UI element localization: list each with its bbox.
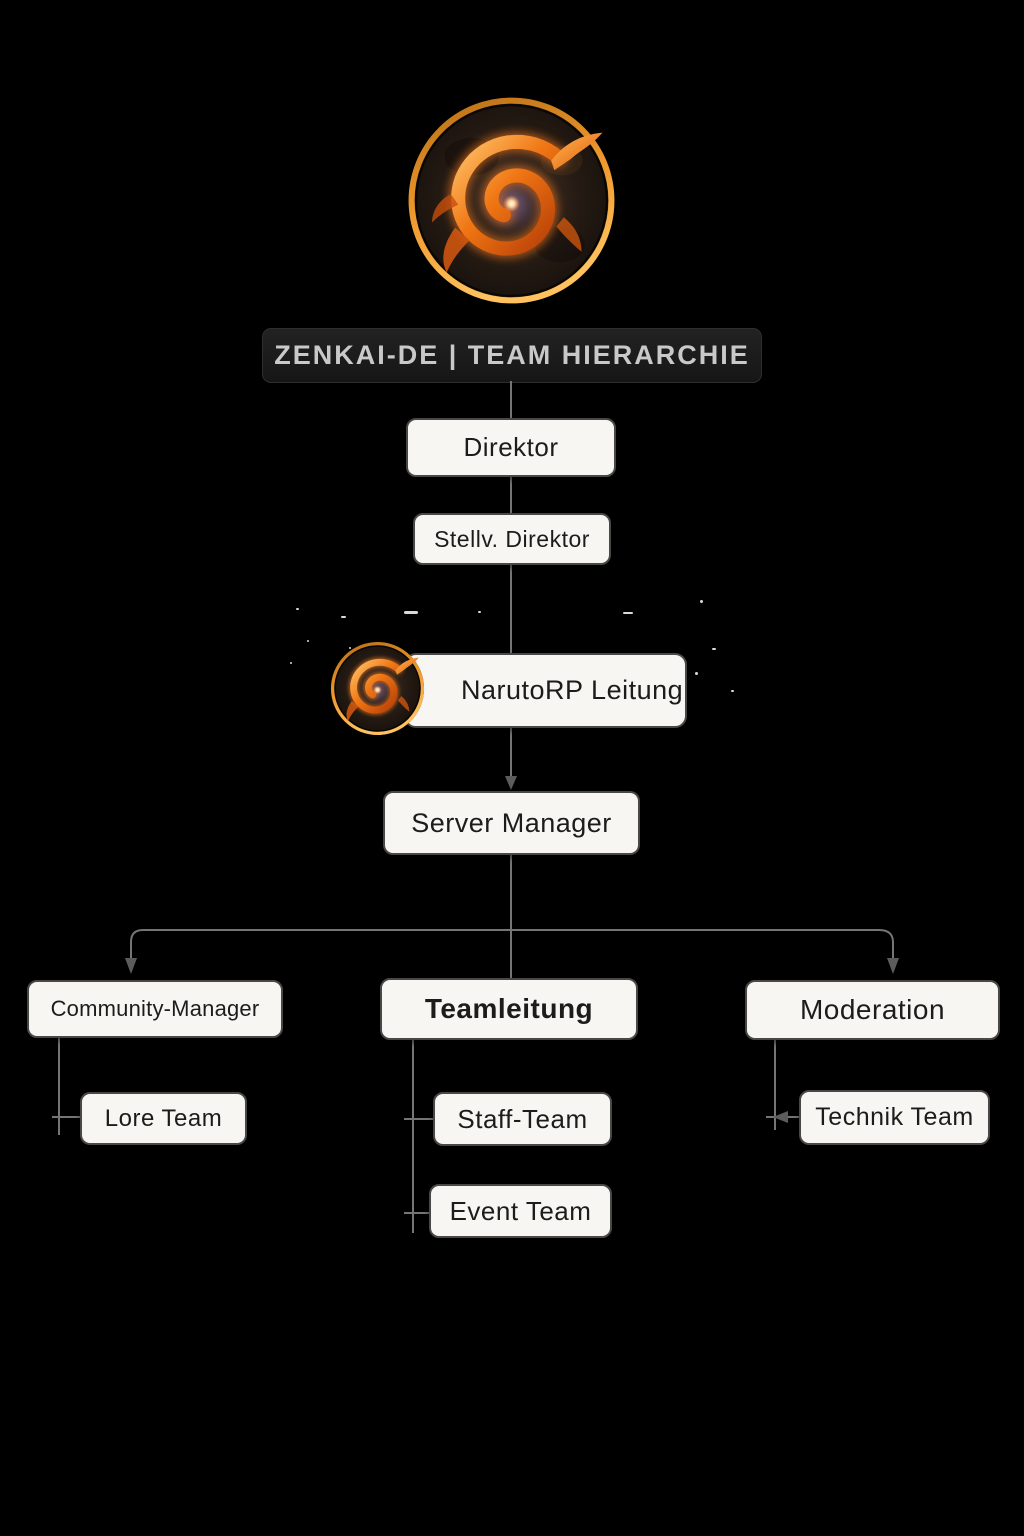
node-staff-team-label: Staff-Team (457, 1103, 588, 1134)
node-narutorp-leitung-label: NarutoRP Leitung (461, 675, 684, 705)
node-server-manager-label: Server Manager (411, 807, 612, 838)
noise-speck (700, 600, 703, 603)
node-stellv-direktor: Stellv. Direktor (413, 513, 611, 565)
noise-speck (307, 640, 309, 642)
noise-speck (478, 611, 481, 613)
node-moderation: Moderation (745, 980, 1000, 1040)
node-teamleitung: Teamleitung (380, 978, 638, 1040)
noise-speck (349, 647, 351, 649)
zenkai-spiral-logo-icon (407, 96, 616, 305)
node-teamleitung-label: Teamleitung (424, 993, 594, 1024)
node-direktor: Direktor (406, 418, 616, 477)
node-event-team: Event Team (429, 1184, 612, 1238)
node-staff-team: Staff-Team (433, 1092, 612, 1146)
noise-speck (296, 608, 299, 610)
noise-speck (341, 616, 346, 618)
title-banner: ZENKAI-DE | TEAM HIERARCHIE (262, 328, 762, 383)
node-lore-team-label: Lore Team (104, 1104, 223, 1132)
node-server-manager: Server Manager (383, 791, 640, 855)
noise-speck (290, 662, 292, 664)
noise-speck (731, 690, 734, 692)
node-community-manager-label: Community-Manager (50, 996, 260, 1021)
node-technik-team-label: Technik Team (815, 1103, 974, 1131)
narutorp-spiral-logo-icon (330, 641, 425, 736)
title-text: ZENKAI-DE | TEAM HIERARCHIE (274, 340, 750, 370)
node-event-team-label: Event Team (449, 1195, 592, 1226)
node-direktor-label: Direktor (463, 432, 559, 462)
node-technik-team: Technik Team (799, 1090, 990, 1145)
node-stellv-direktor-label: Stellv. Direktor (434, 525, 590, 552)
noise-speck (623, 612, 633, 614)
node-community-manager: Community-Manager (27, 980, 283, 1038)
node-moderation-label: Moderation (799, 994, 946, 1025)
node-lore-team: Lore Team (80, 1092, 247, 1145)
noise-speck (712, 648, 716, 650)
node-narutorp-leitung: NarutoRP Leitung (404, 653, 687, 728)
noise-speck (404, 611, 418, 614)
noise-speck (695, 672, 698, 675)
